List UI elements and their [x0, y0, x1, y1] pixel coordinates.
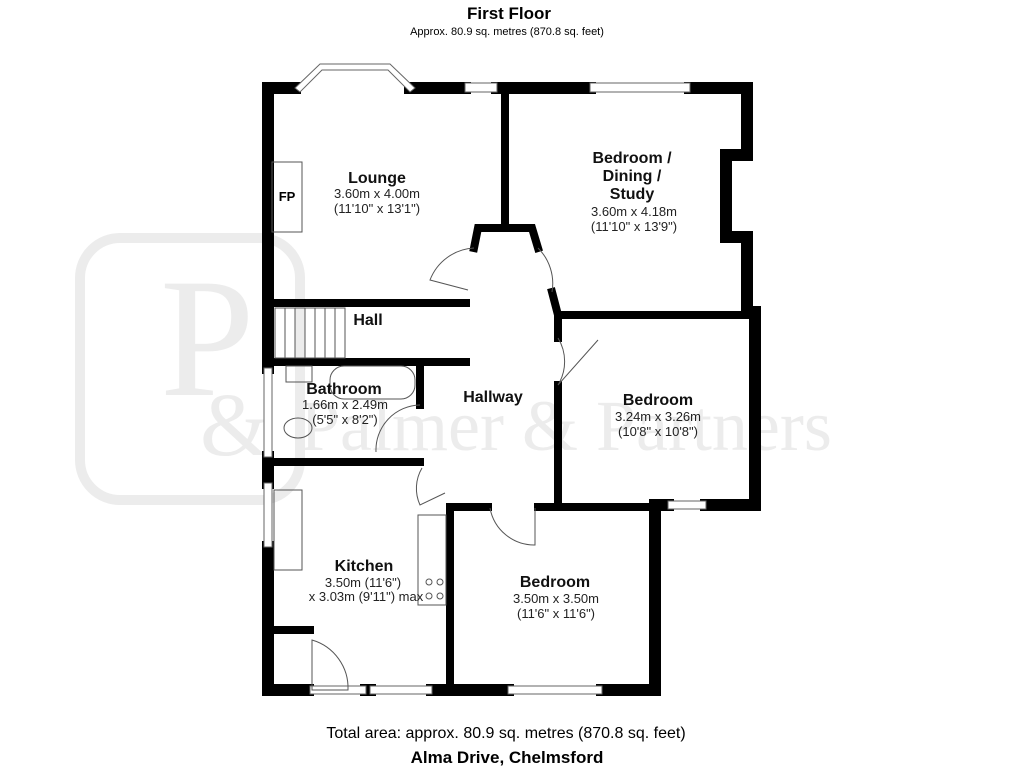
floor-title: First Floor — [467, 4, 551, 23]
property-address: Alma Drive, Chelmsford — [411, 748, 604, 767]
svg-text:Bedroom: Bedroom — [520, 574, 590, 591]
kitchen-counter — [417, 514, 447, 606]
svg-text:3.50m (11'6"): 3.50m (11'6") — [325, 575, 401, 590]
svg-text:&: & — [200, 376, 270, 475]
svg-text:1.66m x 2.49m: 1.66m x 2.49m — [302, 397, 388, 412]
fireplace — [271, 161, 303, 233]
svg-text:(10'8" x 10'8"): (10'8" x 10'8") — [618, 424, 698, 439]
room-hallway: Hallway — [463, 389, 523, 406]
floor-area-subtitle: Approx. 80.9 sq. metres (870.8 sq. feet) — [410, 26, 604, 38]
basin — [285, 365, 313, 383]
svg-text:Kitchen: Kitchen — [335, 558, 394, 575]
toilet — [283, 417, 313, 439]
svg-text:(11'10" x 13'1"): (11'10" x 13'1") — [334, 201, 420, 216]
svg-text:(11'6" x 11'6"): (11'6" x 11'6") — [517, 606, 595, 621]
svg-text:Dining /: Dining / — [603, 168, 662, 185]
room-bathroom: Bathroom 1.66m x 2.49m (5'5" x 8'2") — [302, 381, 388, 427]
svg-text:Bedroom: Bedroom — [623, 392, 693, 409]
room-lounge: Lounge 3.60m x 4.00m (11'10" x 13'1") — [334, 170, 420, 216]
staircase — [274, 307, 346, 359]
watermark-logo: P & Palmer & Partners — [75, 233, 832, 505]
svg-text:Bathroom: Bathroom — [306, 381, 382, 398]
svg-text:Bedroom /: Bedroom / — [592, 150, 672, 167]
interior-walls — [264, 84, 759, 694]
svg-text:P: P — [160, 244, 255, 432]
svg-text:Lounge: Lounge — [348, 170, 406, 187]
svg-text:(11'10" x 13'9"): (11'10" x 13'9") — [591, 219, 677, 234]
svg-text:3.60m x 4.18m: 3.60m x 4.18m — [591, 204, 677, 219]
svg-text:3.60m x 4.00m: 3.60m x 4.00m — [334, 186, 420, 201]
door-swings — [311, 247, 599, 691]
hob — [425, 578, 444, 600]
svg-text:x 3.03m (9'11") max: x 3.03m (9'11") max — [309, 589, 424, 604]
outer-walls — [262, 82, 761, 696]
bay-window — [294, 63, 416, 93]
room-kitchen: Kitchen 3.50m (11'6") x 3.03m (9'11") ma… — [309, 558, 424, 604]
svg-text:3.50m x 3.50m: 3.50m x 3.50m — [513, 591, 599, 606]
fireplace-label: FP — [279, 189, 296, 204]
svg-text:(5'5" x 8'2"): (5'5" x 8'2") — [312, 412, 378, 427]
room-hall: Hall — [353, 312, 382, 329]
kitchen-sink — [273, 489, 303, 571]
svg-text:Study: Study — [610, 186, 655, 203]
bath — [329, 365, 416, 400]
room-bedroom-3: Bedroom 3.50m x 3.50m (11'6" x 11'6") — [513, 574, 599, 621]
total-area: Total area: approx. 80.9 sq. metres (870… — [326, 725, 685, 742]
room-bedroom-dining-study: Bedroom / Dining / Study 3.60m x 4.18m (… — [591, 150, 677, 234]
room-bedroom-2: Bedroom 3.24m x 3.26m (10'8" x 10'8") — [615, 392, 701, 439]
svg-text:3.24m x 3.26m: 3.24m x 3.26m — [615, 409, 701, 424]
